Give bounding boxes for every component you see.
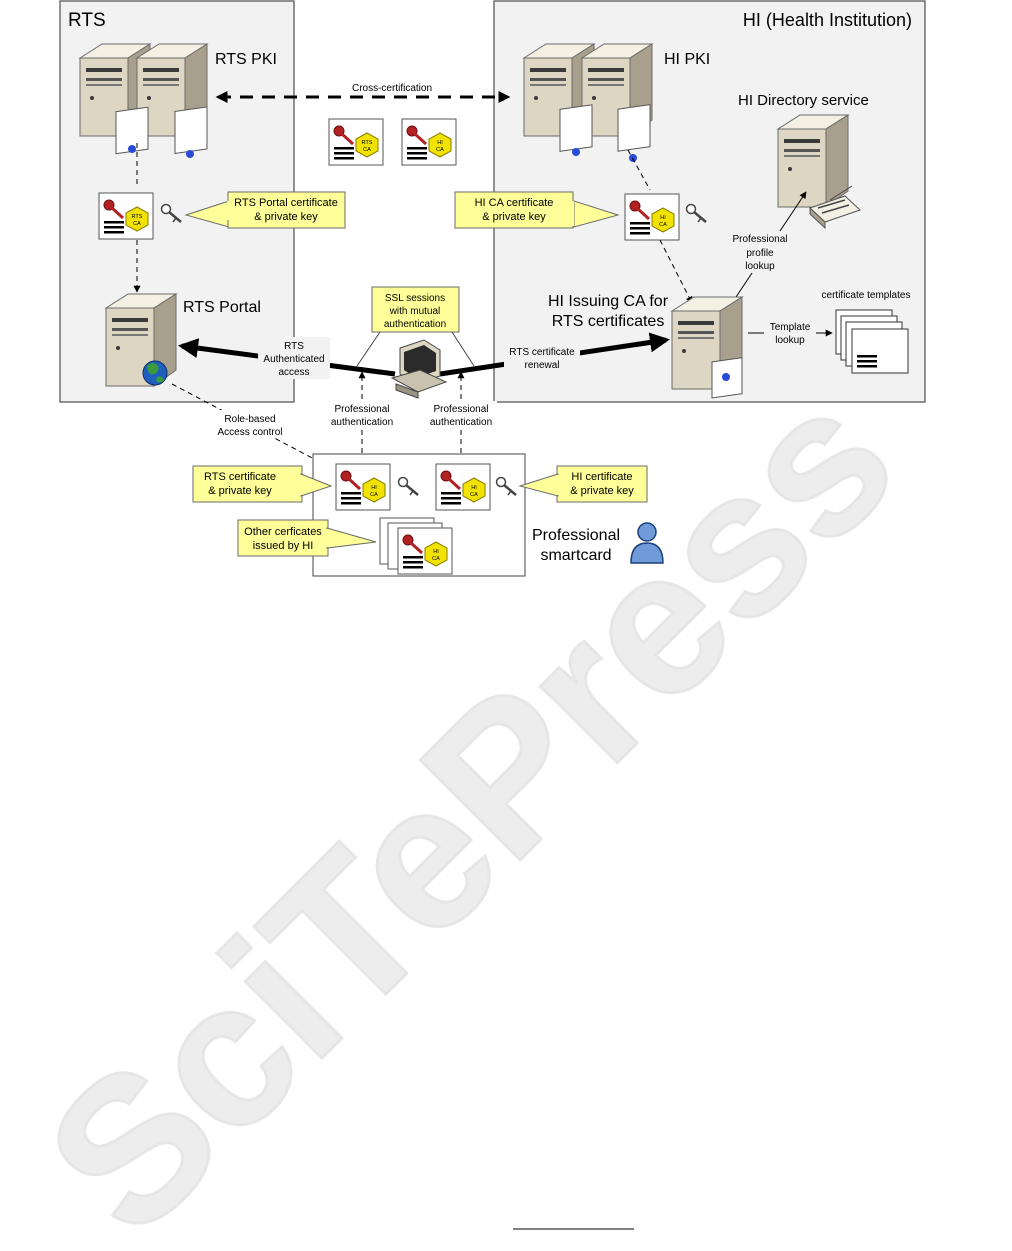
svg-text:& private key: & private key (482, 211, 546, 223)
printer-icon (809, 185, 861, 230)
label-template-lookup-1: Template (770, 322, 811, 333)
label-hi-issuing-ca-2: RTS certificates (552, 313, 665, 330)
label-profile-lookup-3: lookup (745, 261, 775, 272)
callout-other-certs: Other cerficates issued by HI (237, 519, 377, 557)
label-hi-issuing-ca-1: HI Issuing CA for (548, 293, 669, 310)
edge-hi-pki-to-cert (627, 149, 651, 191)
svg-text:& private key: & private key (208, 485, 272, 497)
zone-rts-title: RTS (68, 10, 106, 31)
callout-ssl-sessions: SSL sessions with mutual authentication (371, 286, 460, 333)
label-rts-access-2: Authenticated (263, 354, 324, 365)
hi-directory-server-icon (777, 114, 861, 230)
rts-portal-server-icon (105, 293, 177, 387)
svg-text:RTS: RTS (132, 214, 143, 220)
svg-text:with mutual: with mutual (389, 306, 441, 317)
label-rts-pki: RTS PKI (215, 51, 277, 68)
svg-text:RTS certificate: RTS certificate (204, 471, 276, 483)
label-rts-access-3: access (278, 367, 309, 378)
callout-hi-ca-cert: HI CA certificate & private key (454, 191, 620, 229)
label-prof-auth-right-2: authentication (430, 417, 492, 428)
edge-cert-to-hi-issuing-ca (659, 239, 693, 304)
workstation-icon (390, 339, 448, 399)
svg-text:CA: CA (470, 492, 478, 498)
svg-text:HI: HI (471, 485, 477, 491)
ssl-pointer-left (356, 331, 381, 367)
hi-issuing-ca-server-icon (671, 296, 743, 399)
label-prof-auth-left-2: authentication (331, 417, 393, 428)
label-rts-renewal-1: RTS certificate (509, 347, 575, 358)
svg-text:CA: CA (370, 492, 378, 498)
cross-cert-hi-certificate-icon: HI CA (400, 117, 458, 167)
user-icon (630, 522, 664, 564)
smartcard-hi-certificate-icon: HI CA (434, 462, 492, 512)
svg-text:CA: CA (432, 556, 440, 562)
svg-text:CA: CA (363, 147, 371, 153)
callout-hi-cert: HI certificate & private key (518, 465, 648, 503)
ssl-pointer-right (451, 331, 475, 367)
svg-text:HI: HI (433, 549, 439, 555)
svg-text:HI: HI (437, 140, 443, 146)
svg-text:authentication: authentication (384, 319, 446, 330)
label-rts-renewal-2: renewal (524, 360, 559, 371)
svg-text:CA: CA (659, 222, 667, 228)
label-profile-lookup-1: Professional (732, 234, 787, 245)
label-cross-certification: Cross-certification (352, 83, 432, 94)
svg-text:HI certificate: HI certificate (571, 471, 632, 483)
label-prof-auth-right-1: Professional (433, 404, 488, 415)
rts-portal-certificate-icon: RTS CA (97, 191, 155, 241)
callout-rts-portal-cert: RTS Portal certificate & private key (184, 191, 346, 229)
svg-text:HI: HI (371, 485, 377, 491)
label-role-based-1: Role-based (224, 414, 275, 425)
svg-text:issued by HI: issued by HI (253, 540, 314, 552)
label-template-lookup-2: lookup (775, 335, 805, 346)
label-smartcard-1: Professional (532, 527, 620, 544)
svg-text:SSL sessions: SSL sessions (385, 293, 445, 304)
svg-text:CA: CA (436, 147, 444, 153)
smartcard-rts-certificate-icon: HI CA (334, 462, 392, 512)
label-rts-portal: RTS Portal (183, 299, 261, 316)
label-profile-lookup-2: profile (746, 248, 774, 259)
rts-pki-server-icon (79, 43, 208, 158)
svg-text:CA: CA (133, 221, 141, 227)
hi-pki-server-icon (523, 43, 653, 162)
hi-ca-certificate-icon: HI CA (623, 192, 681, 242)
svg-text:& private key: & private key (254, 211, 318, 223)
svg-text:HI CA certificate: HI CA certificate (475, 197, 554, 209)
label-role-based-2: Access control (217, 427, 282, 438)
label-prof-auth-left-1: Professional (334, 404, 389, 415)
globe-icon (142, 360, 168, 386)
other-certificates-icon: HI CA (379, 517, 454, 576)
label-certificate-templates: certificate templates (822, 290, 911, 301)
certificate-templates-icon (835, 309, 909, 374)
label-smartcard-2: smartcard (540, 547, 611, 564)
label-rts-access-1: RTS (284, 341, 304, 352)
svg-text:& private key: & private key (570, 485, 634, 497)
cross-cert-rts-certificate-icon: RTS CA (327, 117, 385, 167)
zone-hi-title: HI (Health Institution) (743, 10, 912, 30)
svg-text:RTS: RTS (362, 140, 373, 146)
label-hi-pki: HI PKI (664, 51, 710, 68)
svg-text:Other cerficates: Other cerficates (244, 526, 322, 538)
svg-text:HI: HI (660, 215, 666, 221)
label-hi-directory: HI Directory service (738, 92, 869, 109)
callout-rts-cert: RTS certificate & private key (192, 465, 333, 503)
svg-text:RTS Portal certificate: RTS Portal certificate (234, 197, 338, 209)
